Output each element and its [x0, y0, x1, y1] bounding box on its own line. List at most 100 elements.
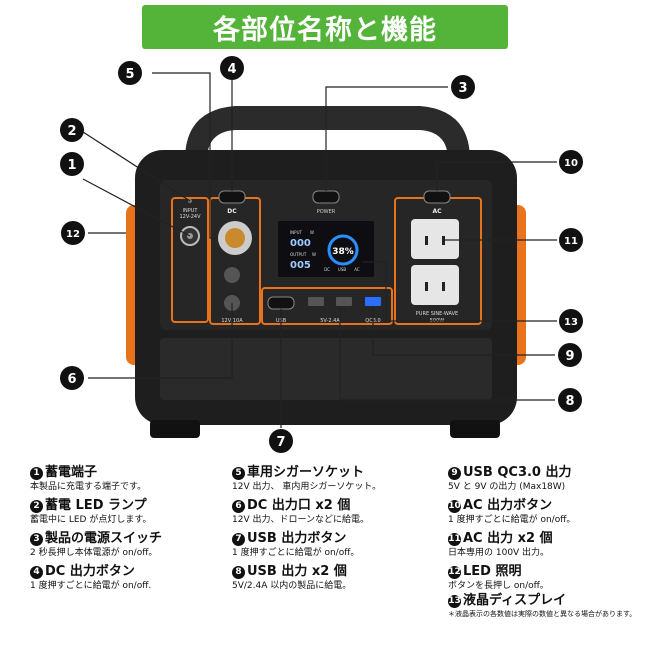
- description-title: AC 出力 x2 個: [463, 531, 553, 546]
- description-title: DC 出力口 x2 個: [247, 498, 351, 513]
- sine-wave-label: PURE SINE-WAVE: [416, 311, 458, 317]
- ac-output-button[interactable]: [423, 190, 451, 204]
- callout-12: 12: [61, 221, 85, 245]
- description-text: 1 度押すごとに給電が on/off.: [30, 581, 152, 591]
- power-label: POWER: [317, 209, 336, 215]
- usb-panel-frame: [261, 287, 393, 325]
- callout-2: 2: [60, 118, 84, 142]
- description-text: 12V 出力、 車内用シガーソケット。: [232, 482, 382, 492]
- cigarette-socket-inner: [225, 228, 245, 248]
- description-title: 蓄電 LED ランプ: [45, 498, 147, 513]
- usb-output-button[interactable]: [267, 296, 295, 310]
- description-number: 3: [30, 532, 43, 546]
- callout-line-10: [436, 161, 557, 191]
- description-title: 製品の電源スイッチ: [45, 531, 163, 546]
- usb-port-1[interactable]: [308, 297, 324, 306]
- ac-outlet-2[interactable]: [411, 265, 459, 305]
- callout-line-9: [372, 306, 555, 356]
- description-text: 1 度押すごとに給電が on/off。: [448, 515, 576, 525]
- dc-label: DC: [227, 208, 237, 215]
- callout-13: 13: [559, 309, 583, 333]
- callout-number-12: 12: [66, 229, 80, 240]
- description-text: 5V と 9V の出力 (Max18W): [448, 482, 566, 492]
- callout-number-9: 9: [565, 349, 574, 364]
- callout-number-4: 4: [227, 62, 236, 77]
- dc-output-button[interactable]: [218, 190, 246, 204]
- usb-port-2[interactable]: [336, 297, 352, 306]
- ac-outlet-1-slot-b: [442, 236, 445, 245]
- description-number: 9: [448, 466, 461, 480]
- ac-outlet-1[interactable]: [411, 219, 459, 259]
- usb-qc-port[interactable]: [365, 297, 381, 306]
- lcd-output-label: OUTPUT: [290, 252, 307, 257]
- description-title: 車用シガーソケット: [247, 465, 365, 480]
- callout-lines: [82, 72, 557, 428]
- lcd-tag-dc: DC: [324, 267, 330, 272]
- input-panel-frame: [171, 197, 209, 323]
- callout-line-6: [88, 303, 233, 379]
- lcd-output-value: 005: [290, 260, 311, 271]
- description-title: DC 出力ボタン: [45, 564, 135, 579]
- callout-10: 10: [559, 150, 583, 174]
- ac-outlet-1-slot-a: [425, 236, 428, 245]
- callout-4: 4: [220, 56, 244, 80]
- description-number: 7: [232, 532, 245, 546]
- foot-right: [450, 420, 500, 438]
- description-text: 本製品に充電する端子です。: [30, 482, 147, 492]
- callout-number-11: 11: [564, 236, 578, 247]
- description-title: LED 照明: [463, 564, 522, 579]
- device-diagram: INPUT 12V-24V DC 12V/10A POWER INPUT W 0…: [60, 56, 583, 453]
- callout-number-1: 1: [67, 158, 76, 173]
- usb-rating-label: 5V-2.4A: [320, 318, 340, 324]
- callout-number-6: 6: [67, 372, 76, 387]
- callout-number-8: 8: [565, 394, 574, 409]
- description-number: 1: [30, 466, 43, 480]
- description-title: 液晶ディスプレイ: [463, 593, 567, 608]
- description-text: 12V 出力、ドローンなどに給電。: [232, 515, 370, 525]
- description-number: 5: [232, 466, 245, 480]
- description-text: 2 秒長押し本体電源が on/off。: [30, 548, 158, 558]
- callout-line-5: [152, 72, 218, 239]
- callout-number-7: 7: [276, 435, 285, 450]
- ac-outlet-2-slot-b: [442, 282, 445, 291]
- lcd-input-value: 000: [290, 238, 311, 249]
- carry-handle: [185, 106, 470, 160]
- ac-outlet-2-slot-a: [425, 282, 428, 291]
- power-button[interactable]: [312, 190, 340, 204]
- description-text: 日本専用の 100V 出力。: [448, 548, 550, 558]
- callout-9: 9: [558, 343, 582, 367]
- description-title: USB 出力ボタン: [247, 531, 347, 546]
- foot-left: [150, 420, 200, 438]
- callout-number-2: 2: [67, 124, 76, 139]
- input-voltage-label: 12V-24V: [179, 214, 201, 220]
- lower-panel: [160, 338, 492, 400]
- callout-line-8: [339, 306, 555, 401]
- input-label: INPUT: [183, 208, 199, 214]
- lcd-tag-usb: USB: [338, 267, 346, 272]
- callout-8: 8: [558, 388, 582, 412]
- description-number: 10: [448, 499, 461, 513]
- description-number: 4: [30, 565, 43, 579]
- lcd-input-label: INPUT: [290, 230, 303, 235]
- description-text: ボタンを長押し on/off。: [448, 581, 549, 591]
- lcd-battery-percent: 38%: [332, 247, 354, 257]
- callout-line-13: [362, 261, 557, 322]
- callout-line-3: [325, 86, 448, 191]
- dc-port-1[interactable]: [224, 267, 240, 283]
- description-number: 13: [448, 594, 461, 608]
- title-banner: 各部位名称と機能: [142, 5, 508, 49]
